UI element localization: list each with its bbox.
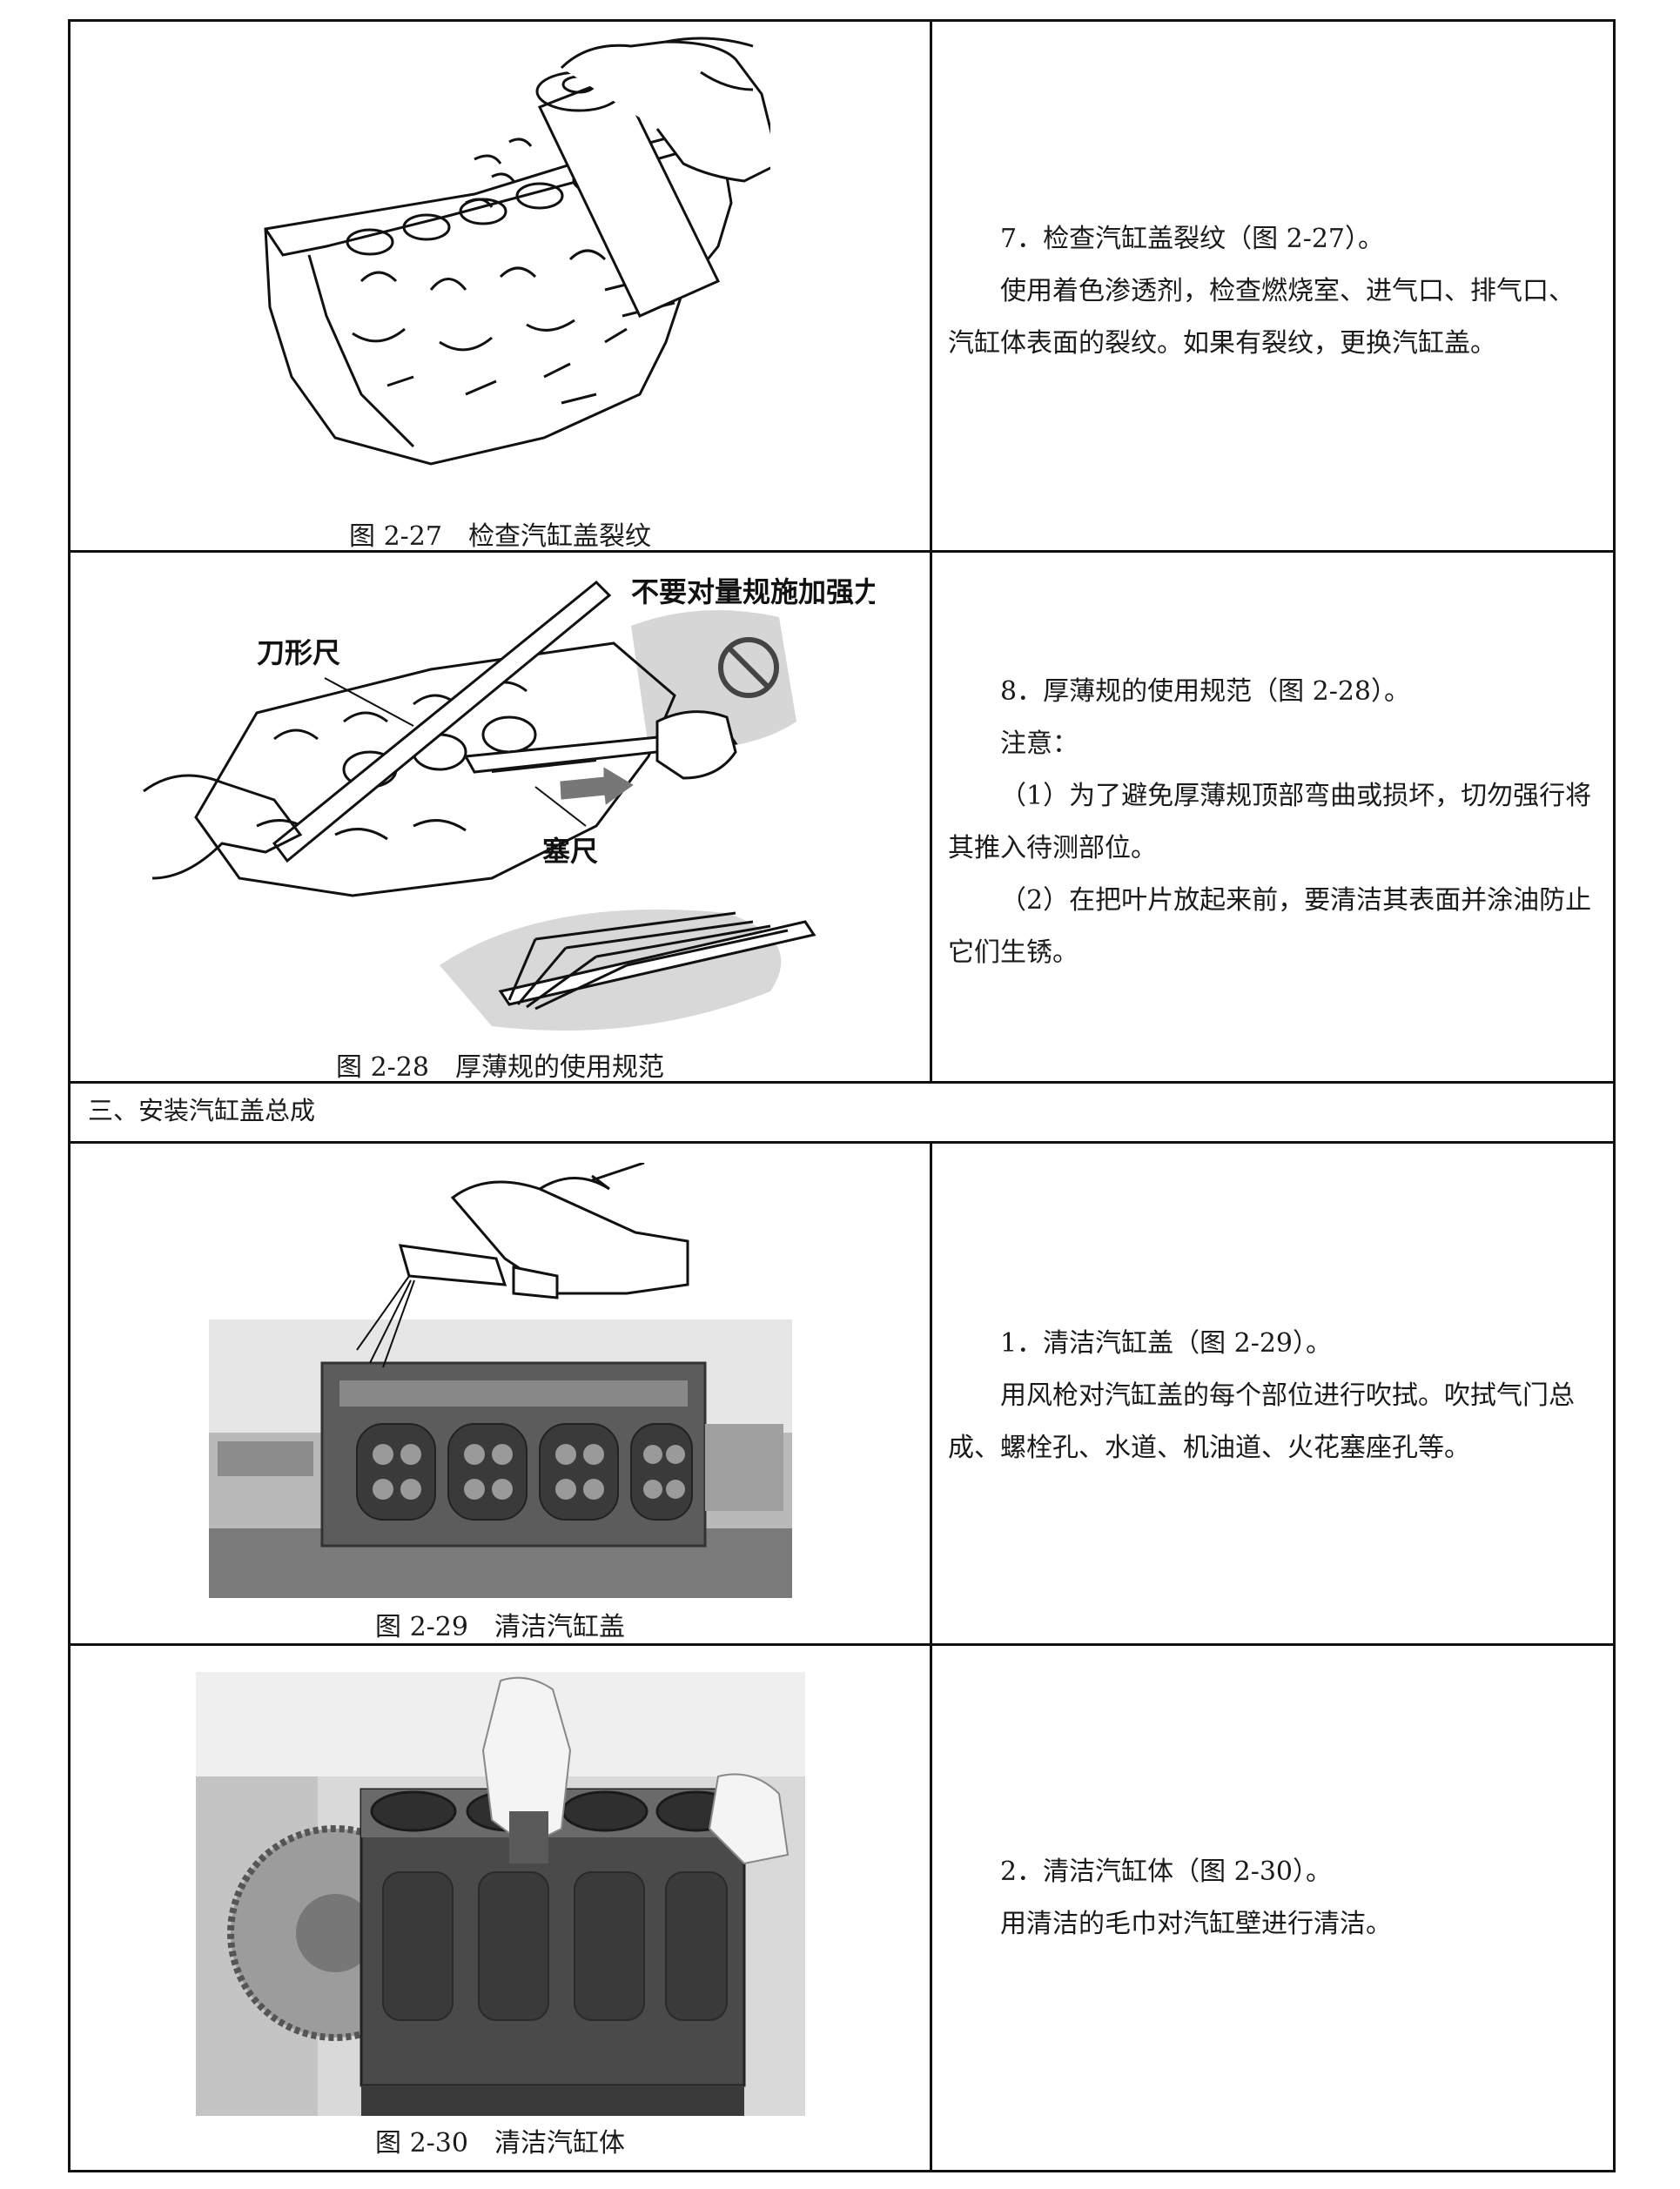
step-body: 用清洁的毛巾对汽缸壁进行清洁。 (1000, 1909, 1392, 1939)
table-row: 图 2-30 清洁汽缸体 2．清洁汽缸体（图 2-30）。 用清洁的毛巾对汽缸壁… (68, 1643, 1616, 2172)
step-heading: 2．清洁汽缸体（图 2-30）。 (1000, 1857, 1333, 1887)
table-row: 不要对量规施加强力 刀形尺 塞尺 图 2-28 厚薄规的使用规范 8．厚薄规的使… (68, 550, 1616, 1084)
feeler-gauge-drawing: 不要对量规施加强力 刀形尺 塞尺 (142, 575, 875, 1031)
figure-cell-2-28: 不要对量规施加强力 刀形尺 塞尺 图 2-28 厚薄规的使用规范 (68, 550, 932, 1084)
table-row: 图 2-27 检查汽缸盖裂纹 7．检查汽缸盖裂纹（图 2-27）。 使用着色渗透… (68, 19, 1616, 553)
step-heading: 7．检查汽缸盖裂纹（图 2-27）。 (1000, 224, 1385, 254)
figure-caption: 图 2-27 检查汽缸盖裂纹 (349, 521, 651, 552)
warning-callout: 不要对量规施加强力 (631, 575, 875, 608)
figure-caption: 图 2-29 清洁汽缸盖 (375, 1612, 625, 1642)
step-text: 8．厚薄规的使用规范（图 2-28）。 注意： （1）为了避免厚薄规顶部弯曲或损… (948, 666, 1596, 979)
figure-2-28-illustration: 不要对量规施加强力 刀形尺 塞尺 (126, 565, 875, 1035)
straightedge-callout: 刀形尺 (257, 636, 340, 669)
cylinder-head-cleaning-photo (208, 1163, 792, 1598)
figure-caption: 图 2-30 清洁汽缸体 (375, 2128, 625, 2159)
manual-page: 图 2-27 检查汽缸盖裂纹 7．检查汽缸盖裂纹（图 2-27）。 使用着色渗透… (68, 19, 1616, 2172)
text-cell-2-30: 2．清洁汽缸体（图 2-30）。 用清洁的毛巾对汽缸壁进行清洁。 (930, 1643, 1616, 2172)
section-cell: 三、安装汽缸盖总成 (68, 1081, 1616, 1144)
text-cell-2-29: 1．清洁汽缸盖（图 2-29）。 用风枪对汽缸盖的每个部位进行吹拭。吹拭气门总成… (930, 1141, 1616, 1646)
step-text: 1．清洁汽缸盖（图 2-29）。 用风枪对汽缸盖的每个部位进行吹拭。吹拭气门总成… (948, 1318, 1596, 1474)
figure-cell-2-27: 图 2-27 检查汽缸盖裂纹 (68, 19, 932, 553)
procedure-table: 图 2-27 检查汽缸盖裂纹 7．检查汽缸盖裂纹（图 2-27）。 使用着色渗透… (68, 19, 1616, 2172)
step-heading: 8．厚薄规的使用规范（图 2-28）。 (1000, 676, 1411, 707)
figure-2-29-photo (208, 1163, 792, 1598)
cylinder-head-crack-drawing (263, 37, 770, 466)
figure-cell-2-30: 图 2-30 清洁汽缸体 (68, 1643, 932, 2172)
figure-2-27-illustration (231, 29, 770, 481)
note-item: （1）为了避免厚薄规顶部弯曲或损坏，切勿强行将其推入待测部位。 (948, 781, 1592, 863)
step-body: 用风枪对汽缸盖的每个部位进行吹拭。吹拭气门总成、螺栓孔、水道、机油道、火花塞座孔… (948, 1380, 1575, 1463)
figure-cell-2-29: 图 2-29 清洁汽缸盖 (68, 1141, 932, 1646)
section-row: 三、安装汽缸盖总成 (68, 1081, 1616, 1144)
step-heading: 1．清洁汽缸盖（图 2-29）。 (1000, 1328, 1333, 1359)
cylinder-block-cleaning-photo (195, 1672, 805, 2116)
text-cell-2-28: 8．厚薄规的使用规范（图 2-28）。 注意： （1）为了避免厚薄规顶部弯曲或损… (930, 550, 1616, 1084)
figure-caption: 图 2-28 厚薄规的使用规范 (336, 1052, 664, 1083)
text-cell-2-27: 7．检查汽缸盖裂纹（图 2-27）。 使用着色渗透剂，检查燃烧室、进气口、排气口… (930, 19, 1616, 553)
step-text: 7．检查汽缸盖裂纹（图 2-27）。 使用着色渗透剂，检查燃烧室、进气口、排气口… (948, 213, 1596, 370)
note-label: 注意： (1000, 729, 1079, 759)
section-title: 三、安装汽缸盖总成 (88, 1096, 316, 1125)
table-row: 图 2-29 清洁汽缸盖 1．清洁汽缸盖（图 2-29）。 用风枪对汽缸盖的每个… (68, 1141, 1616, 1646)
step-text: 2．清洁汽缸体（图 2-30）。 用清洁的毛巾对汽缸壁进行清洁。 (948, 1846, 1596, 1951)
figure-2-30-photo (195, 1672, 805, 2116)
feeler-callout: 塞尺 (542, 835, 598, 868)
step-body: 使用着色渗透剂，检查燃烧室、进气口、排气口、汽缸体表面的裂纹。如果有裂纹，更换汽… (948, 276, 1575, 359)
note-item: （2）在把叶片放起来前，要清洁其表面并涂油防止它们生锈。 (948, 885, 1592, 968)
